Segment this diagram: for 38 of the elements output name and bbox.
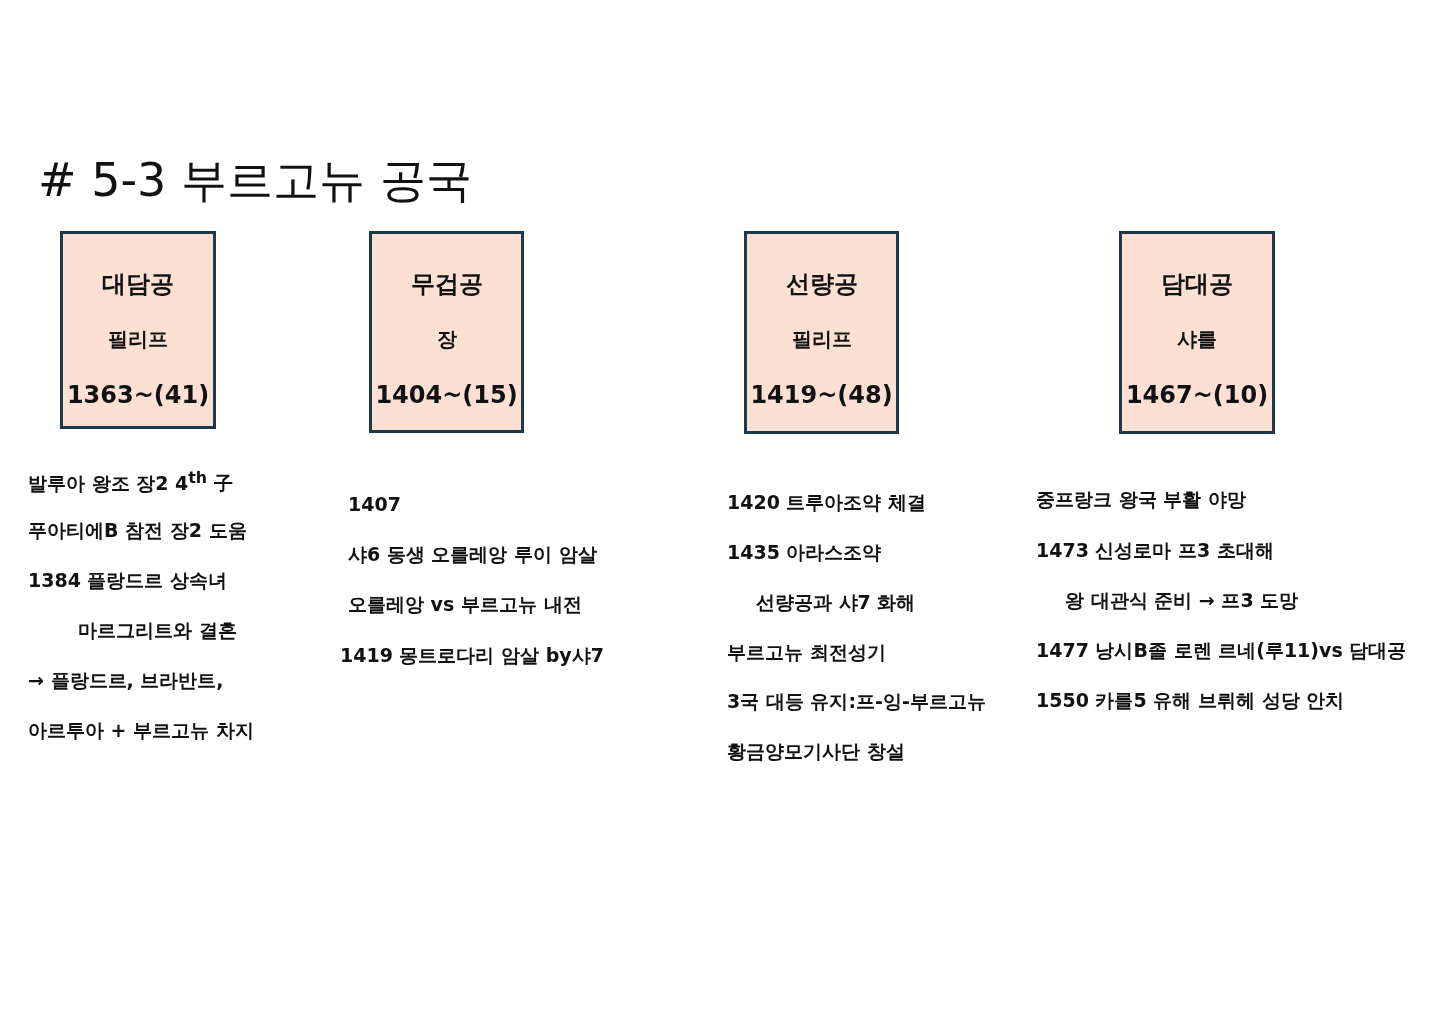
reign-years: 1363~(41) [66, 381, 210, 409]
note-text: 마르그리트와 결혼 [78, 618, 237, 643]
ruler-card [744, 231, 899, 434]
reign-years: 1419~(48) [750, 381, 893, 409]
page-title: # 5-3 부르고뉴 공국 [38, 152, 472, 209]
note-text: 오를레앙 vs 부르고뉴 내전 [348, 592, 582, 617]
ruler-given-name: 필리프 [108, 326, 168, 353]
note-text: 1407 [348, 493, 401, 515]
ruler-name: 선량공 [785, 269, 858, 300]
ruler-given-name: 샤를 [1177, 326, 1217, 353]
note-text: 1420 트루아조약 체결 [727, 490, 927, 515]
note-text: 왕 대관식 준비 → 프3 도망 [1065, 588, 1299, 613]
note-text: 1473 신성로마 프3 초대해 [1036, 538, 1274, 563]
reign-years: 1404~(15) [375, 381, 518, 409]
note-text: 1419 몽트로다리 암살 by샤7 [340, 643, 604, 668]
ruler-name: 대담공 [102, 269, 174, 300]
reign-years: 1467~(10) [1125, 381, 1269, 409]
ruler-card [369, 231, 524, 433]
note-text: 1384 플랑드르 상속녀 [28, 568, 228, 593]
ruler-name: 담대공 [1161, 269, 1233, 300]
ruler-card [60, 231, 216, 429]
note-text: 1435 아라스조약 [727, 540, 882, 565]
note-text: 중프랑크 왕국 부활 야망 [1036, 487, 1246, 512]
note-text: → 플랑드르, 브라반트, [28, 668, 224, 693]
note-text: 3국 대등 유지:프-잉-부르고뉴 [727, 689, 986, 714]
note-text: 아르투아 + 부르고뉴 차지 [28, 718, 254, 743]
note-text: 부르고뉴 최전성기 [727, 640, 886, 665]
ruler-given-name: 장 [436, 326, 457, 353]
note-text: 샤6 동생 오를레앙 루이 암살 [348, 542, 597, 567]
note-text: 황금양모기사단 창설 [727, 739, 905, 764]
note-text: 1477 낭시B졸 로렌 르네(루11)vs 담대공 [1036, 638, 1407, 663]
ruler-given-name: 필리프 [791, 326, 852, 353]
note-text: 1550 카를5 유해 브뤼헤 성당 안치 [1036, 688, 1345, 713]
ruler-name: 무겁공 [410, 269, 483, 300]
note-text: 푸아티에B 참전 장2 도움 [28, 518, 247, 543]
ruler-card [1119, 231, 1275, 434]
note-text: 발루아 왕조 장2 4$^{th}$ 子 [28, 468, 233, 497]
note-text: 선량공과 샤7 화해 [756, 590, 916, 615]
